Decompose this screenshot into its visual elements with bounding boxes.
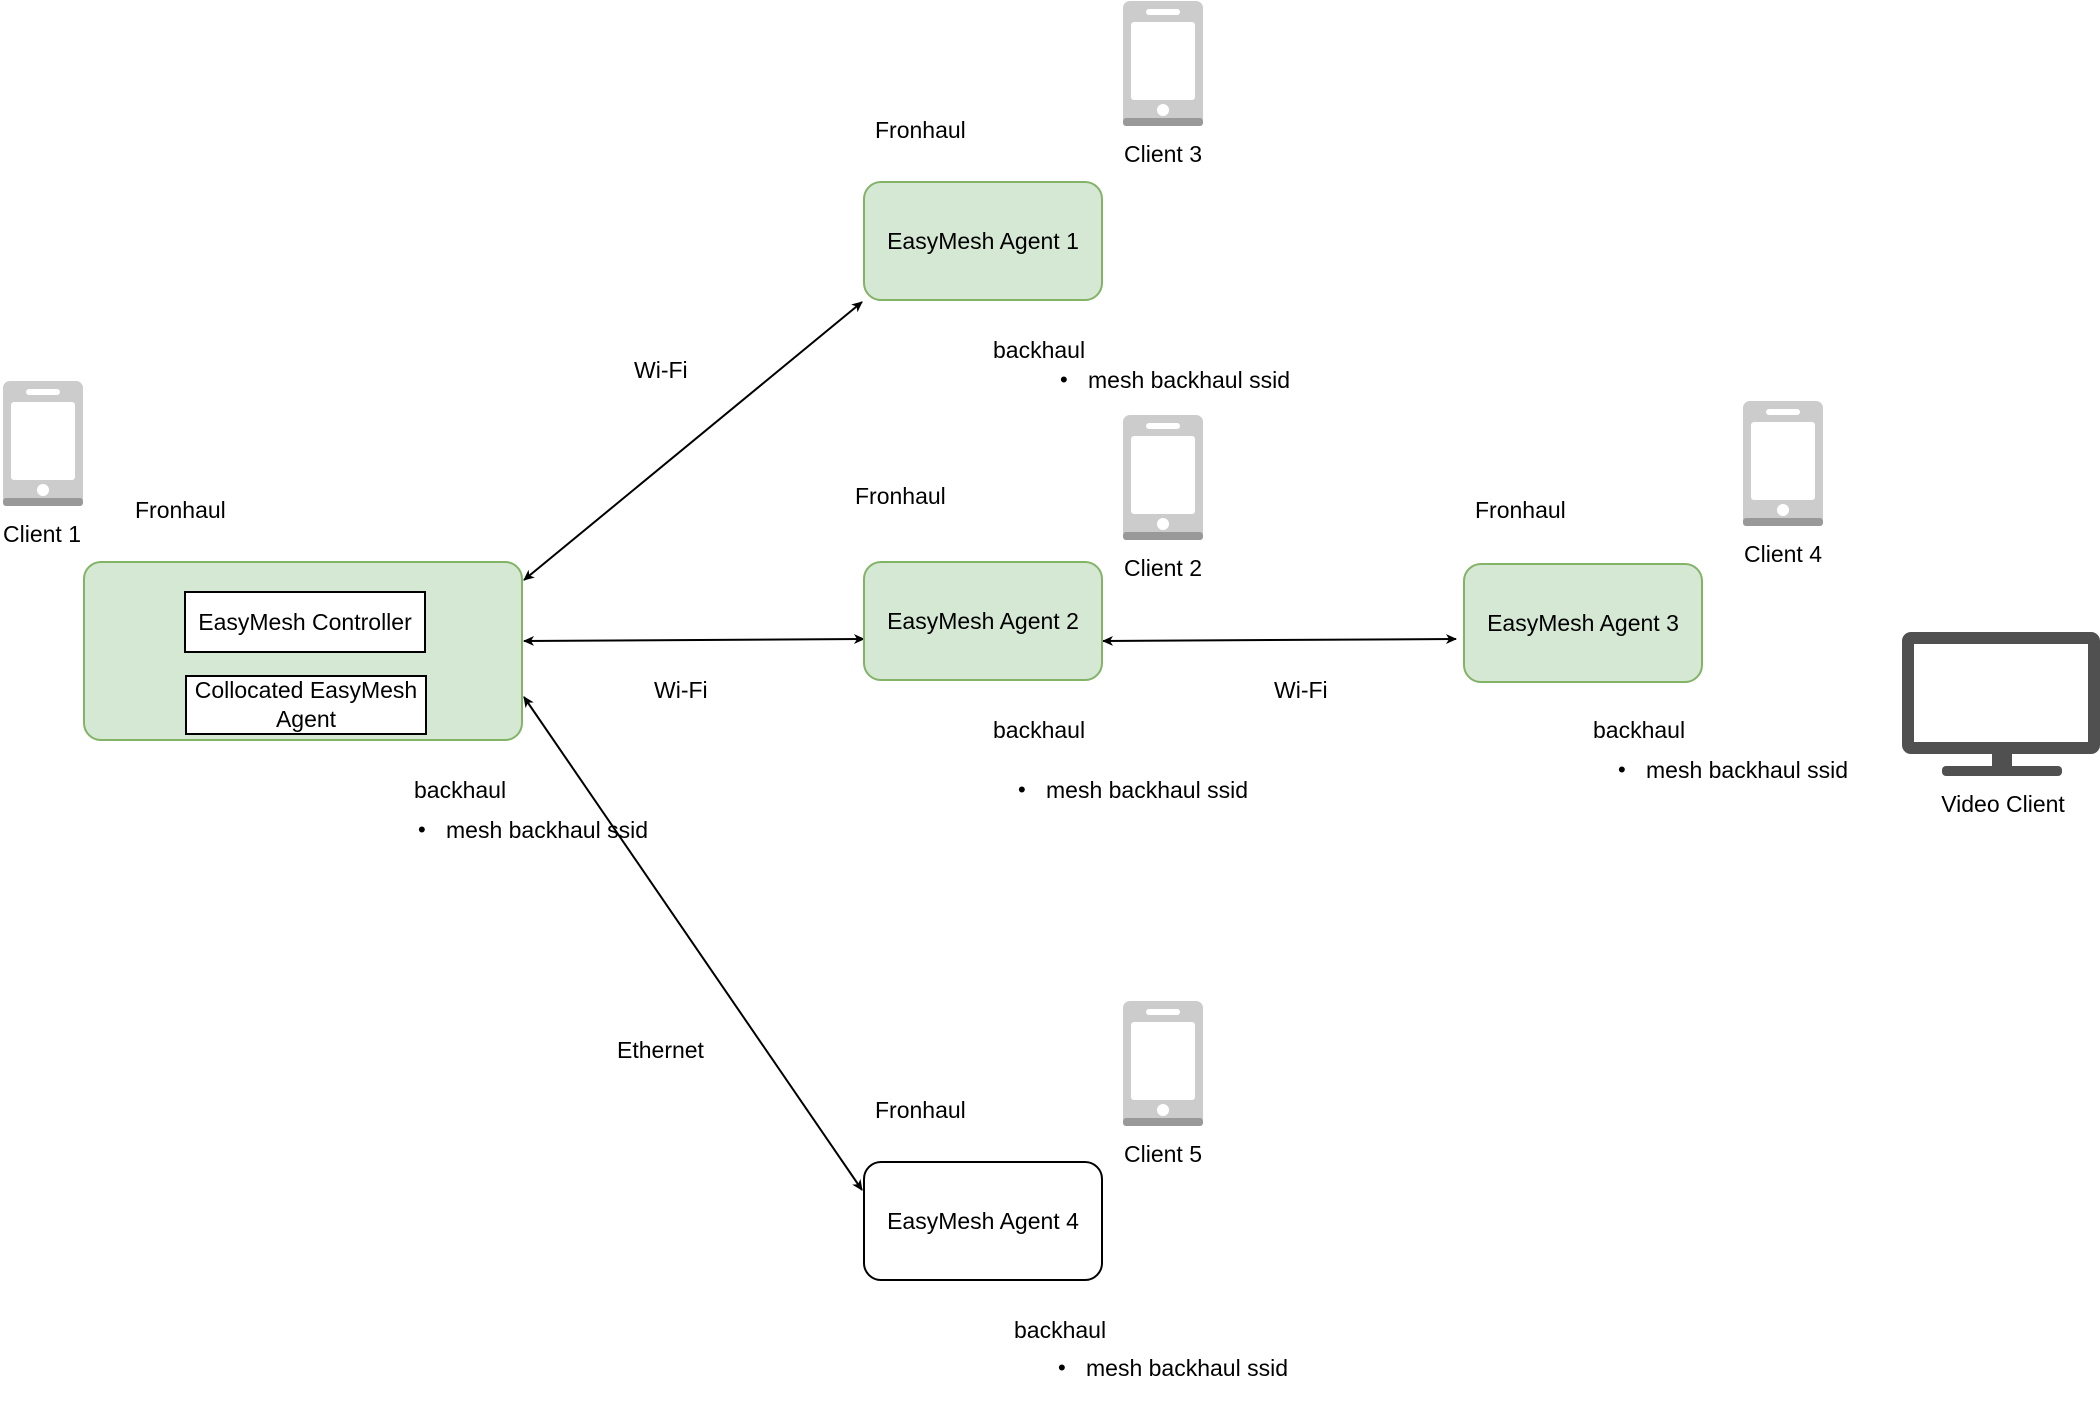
controller-node[interactable]: EasyMesh Controller Collocated EasyMesh … [83,561,523,741]
link-3-label: Wi-Fi [1274,677,1328,703]
agent-2-backhaul-item: mesh backhaul ssid [1018,779,1248,802]
agent-3-backhaul-label: backhaul [1593,717,1686,743]
link-controller-agent1 [523,301,863,581]
agent-1-backhaul-item: mesh backhaul ssid [1060,369,1290,392]
agent-2-backhaul-label: backhaul [993,717,1086,743]
agent-4-fronthaul-label: Fronhaul [875,1097,966,1123]
agent-3-fronthaul-label: Fronhaul [1475,497,1566,523]
controller-box[interactable]: EasyMesh Controller [184,591,426,653]
video-client-monitor-icon[interactable] [1902,632,2100,780]
agent-2-label: EasyMesh Agent 2 [887,607,1079,634]
controller-label: EasyMesh Controller [198,608,412,635]
agent-4-backhaul-label: backhaul [1014,1317,1107,1343]
client-3-smartphone-icon[interactable] [1122,0,1204,128]
agent-2-fronthaul-label: Fronhaul [855,483,946,509]
agent-4-backhaul-item: mesh backhaul ssid [1058,1357,1288,1380]
controller-backhaul-item: mesh backhaul ssid [418,819,648,842]
link-1-label: Wi-Fi [634,357,688,383]
link-4-label: Ethernet [617,1037,704,1063]
agent-3-node[interactable]: EasyMesh Agent 3 [1463,563,1703,683]
client-4-smartphone-icon[interactable] [1742,400,1824,528]
agent-3-label: EasyMesh Agent 3 [1487,609,1679,636]
agent-4-node[interactable]: EasyMesh Agent 4 [863,1161,1103,1281]
agent-1-node[interactable]: EasyMesh Agent 1 [863,181,1103,301]
link-controller-agent4 [523,696,863,1191]
video-client-label: Video Client [1941,791,2065,817]
client-5-label: Client 5 [1124,1141,1202,1167]
link-agent2-agent3 [1102,634,1457,646]
client-2-label: Client 2 [1124,555,1202,581]
client-2-smartphone-icon[interactable] [1122,414,1204,542]
collocated-agent-label: Collocated EasyMesh Agent [194,677,418,732]
client-1-label: Client 1 [3,521,81,547]
client-4-label: Client 4 [1744,541,1822,567]
agent-1-label: EasyMesh Agent 1 [887,227,1079,254]
agent-3-backhaul-item: mesh backhaul ssid [1618,759,1848,782]
agent-4-label: EasyMesh Agent 4 [887,1207,1079,1234]
client-3-label: Client 3 [1124,141,1202,167]
client-5-smartphone-icon[interactable] [1122,1000,1204,1128]
controller-fronthaul-label: Fronhaul [135,497,226,523]
controller-backhaul-label: backhaul [414,777,507,803]
collocated-agent-box[interactable]: Collocated EasyMesh Agent [185,675,427,735]
agent-1-fronthaul-label: Fronhaul [875,117,966,143]
agent-1-backhaul-label: backhaul [993,337,1086,363]
agent-2-node[interactable]: EasyMesh Agent 2 [863,561,1103,681]
link-2-label: Wi-Fi [654,677,708,703]
client-1-smartphone-icon[interactable] [2,380,84,508]
link-controller-agent2 [523,634,865,646]
